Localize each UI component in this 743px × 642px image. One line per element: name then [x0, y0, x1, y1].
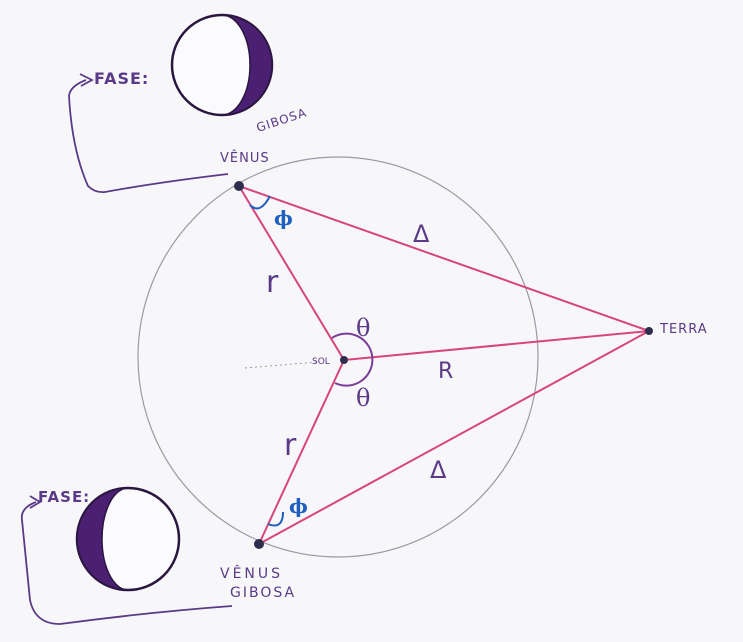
- venus-bottom-label-line2: GIBOSA: [230, 585, 296, 601]
- sun-reference-dotted-line: [244, 361, 319, 369]
- R-label: R: [438, 359, 453, 384]
- venus-top-label-line2: GIBOSA: [255, 105, 309, 134]
- venus-top-point: [234, 181, 244, 191]
- phi-bottom-angle-arc: [267, 511, 284, 527]
- fase-top-arrowhead: [79, 73, 94, 87]
- line-sun-to-earth: [343, 330, 650, 361]
- fase-bottom-label: FASE:: [38, 488, 90, 506]
- theta-top-label: θ: [356, 314, 370, 342]
- phi-top-label: ϕ: [274, 206, 293, 230]
- delta-bottom-label: Δ: [430, 456, 447, 484]
- venus-bottom-point: [254, 539, 264, 549]
- venus-bottom-label-line1: VÊNUS: [220, 564, 283, 582]
- r-bottom-label: r: [284, 428, 297, 463]
- phi-top-angle-arc: [249, 195, 271, 210]
- earth-point: [645, 327, 653, 335]
- fase-bottom-connector: [20, 501, 233, 625]
- venus-top-phase-drawing: [170, 13, 274, 117]
- phi-bottom-label: ϕ: [289, 494, 308, 518]
- fase-bottom-arrowhead: [29, 495, 42, 509]
- fase-top-connector: [68, 79, 229, 194]
- venus-bottom-phase-shadow: [76, 487, 129, 591]
- venus-orbit: [137, 156, 539, 558]
- r-top-label: r: [266, 265, 279, 300]
- line-venus-top-to-earth: [238, 185, 650, 332]
- delta-top-label: Δ: [413, 220, 430, 248]
- line-venus-bottom-to-sun: [258, 359, 345, 545]
- theta-angle-arc: [331, 332, 374, 387]
- sun-point: [340, 356, 348, 364]
- fase-top-label: FASE:: [94, 69, 149, 88]
- sol-label: SOL: [312, 357, 330, 367]
- venus-top-label-line1: VÊNUS: [220, 150, 270, 166]
- venus-top-phase-shadow: [221, 14, 273, 116]
- terra-label: TERRA: [659, 322, 708, 337]
- line-venus-bottom-to-earth: [258, 330, 650, 545]
- theta-bottom-label: θ: [356, 384, 370, 412]
- geometry-lines: [238, 185, 650, 545]
- line-venus-top-to-sun: [238, 185, 345, 361]
- venus-bottom-phase-drawing: [75, 486, 181, 592]
